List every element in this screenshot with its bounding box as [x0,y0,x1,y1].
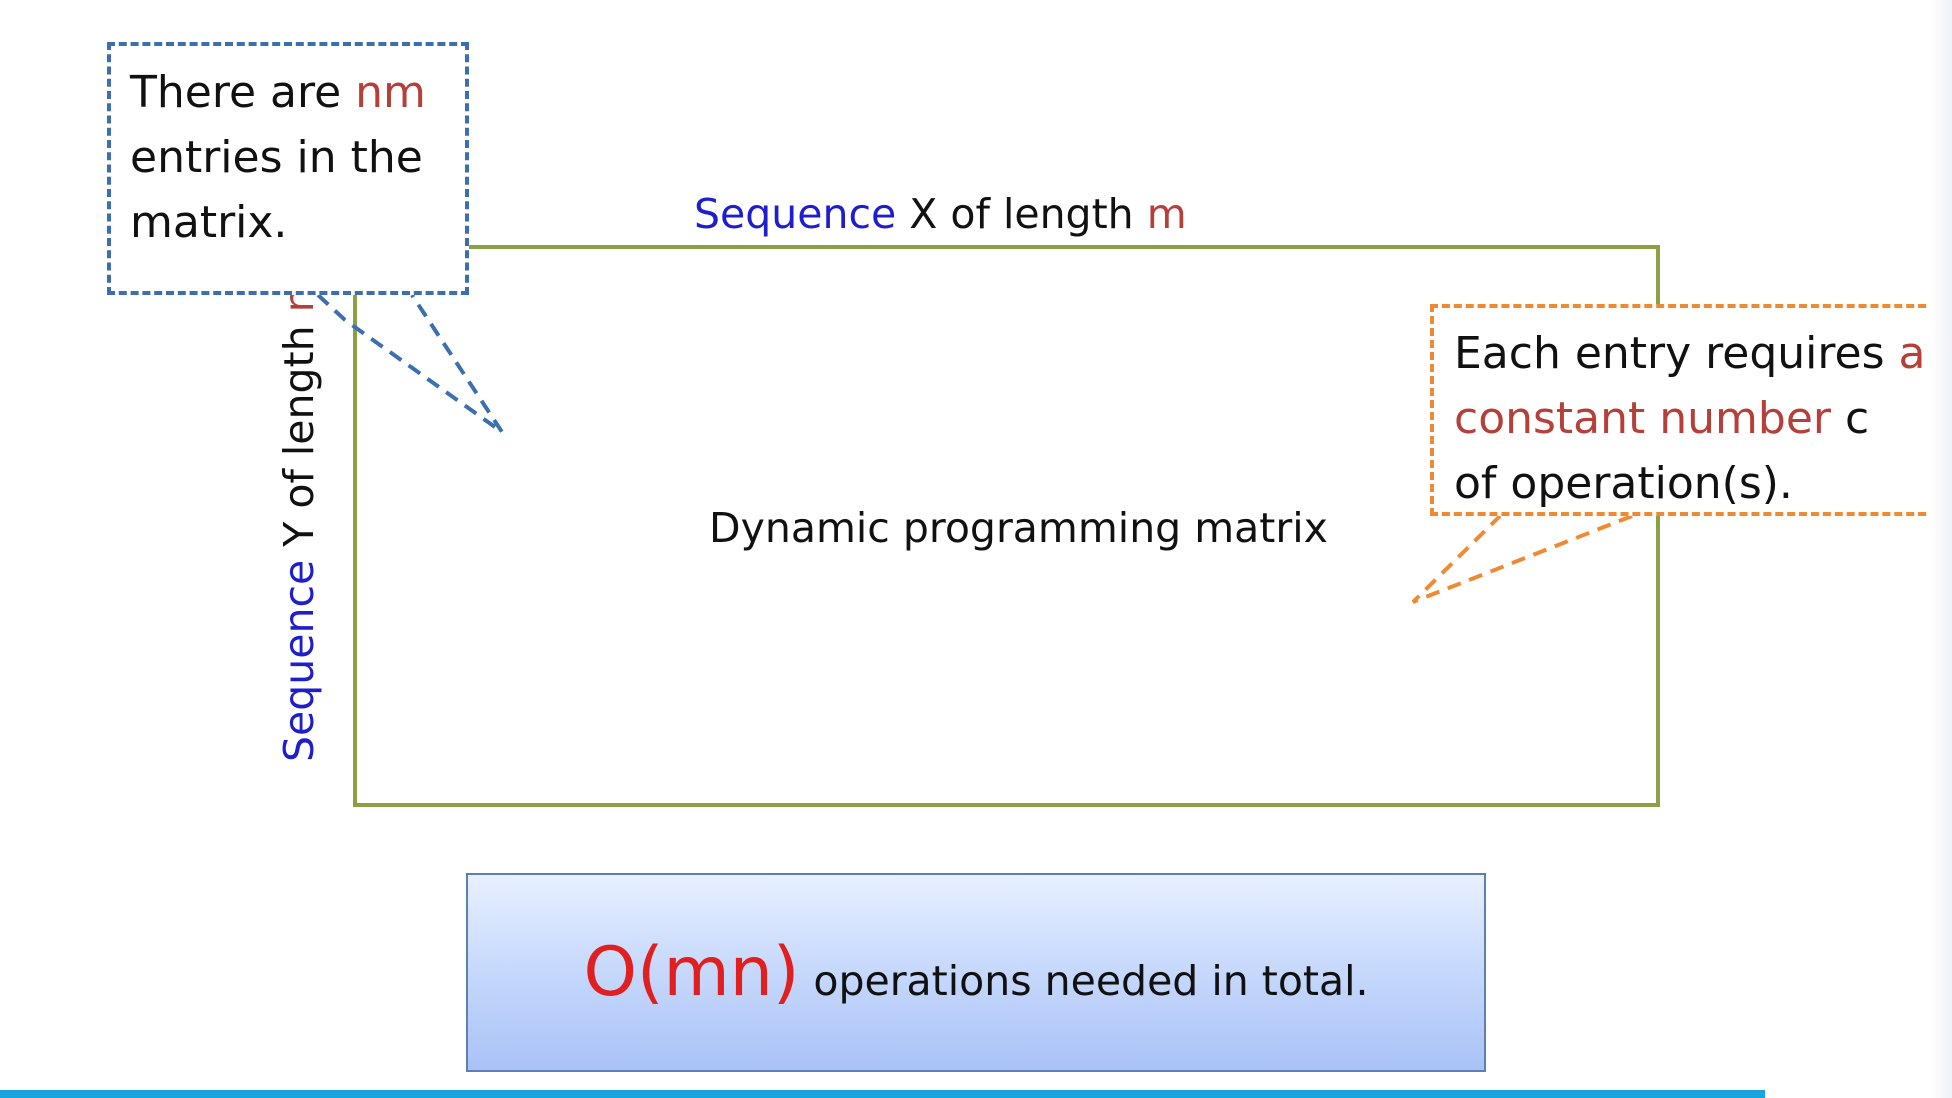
callout-left-text: There are [130,67,356,118]
constant-operations-callout: Each entry requires a constant number c … [1430,304,1938,516]
right-edge-shade [1930,0,1952,1098]
callout-right-line-2: constant number c [1454,386,1934,451]
complexity-label: O(mn) [583,932,800,1012]
callout-left-line-1: There are nm [130,60,465,125]
left-callout-pointer [316,293,504,434]
callout-left-variable: nm [355,67,426,118]
sequence-x-middle: X of length [896,190,1147,238]
operations-text: operations needed in total. [813,956,1369,1005]
total-operations-box: O(mn) operations needed in total. [466,873,1486,1072]
callout-right-c: c [1831,393,1870,444]
callout-right-line-1: Each entry requires a [1454,321,1934,386]
callout-left-line-2: entries in the [130,132,423,183]
total-operations-text: O(mn) operations needed in total. [468,875,1484,1070]
matrix-label: Dynamic programming matrix [709,504,1328,552]
sequence-x-word: Sequence [694,190,897,238]
progress-bar [0,1090,1765,1098]
sequence-x-label: Sequence X of length m [694,186,1187,242]
callout-right-variable-constant: constant number [1454,393,1831,444]
callout-right-text: Each entry requires [1454,328,1899,379]
right-callout-pointer [1411,514,1633,604]
callout-right-line-3: of operation(s). [1454,458,1793,509]
callout-left-line-3: matrix. [130,197,288,248]
nm-entries-callout: There are nm entries in the matrix. [107,42,469,295]
callout-right-variable-a: a [1898,328,1926,379]
dp-matrix-rectangle [353,245,1660,807]
sequence-x-variable: m [1146,190,1187,238]
